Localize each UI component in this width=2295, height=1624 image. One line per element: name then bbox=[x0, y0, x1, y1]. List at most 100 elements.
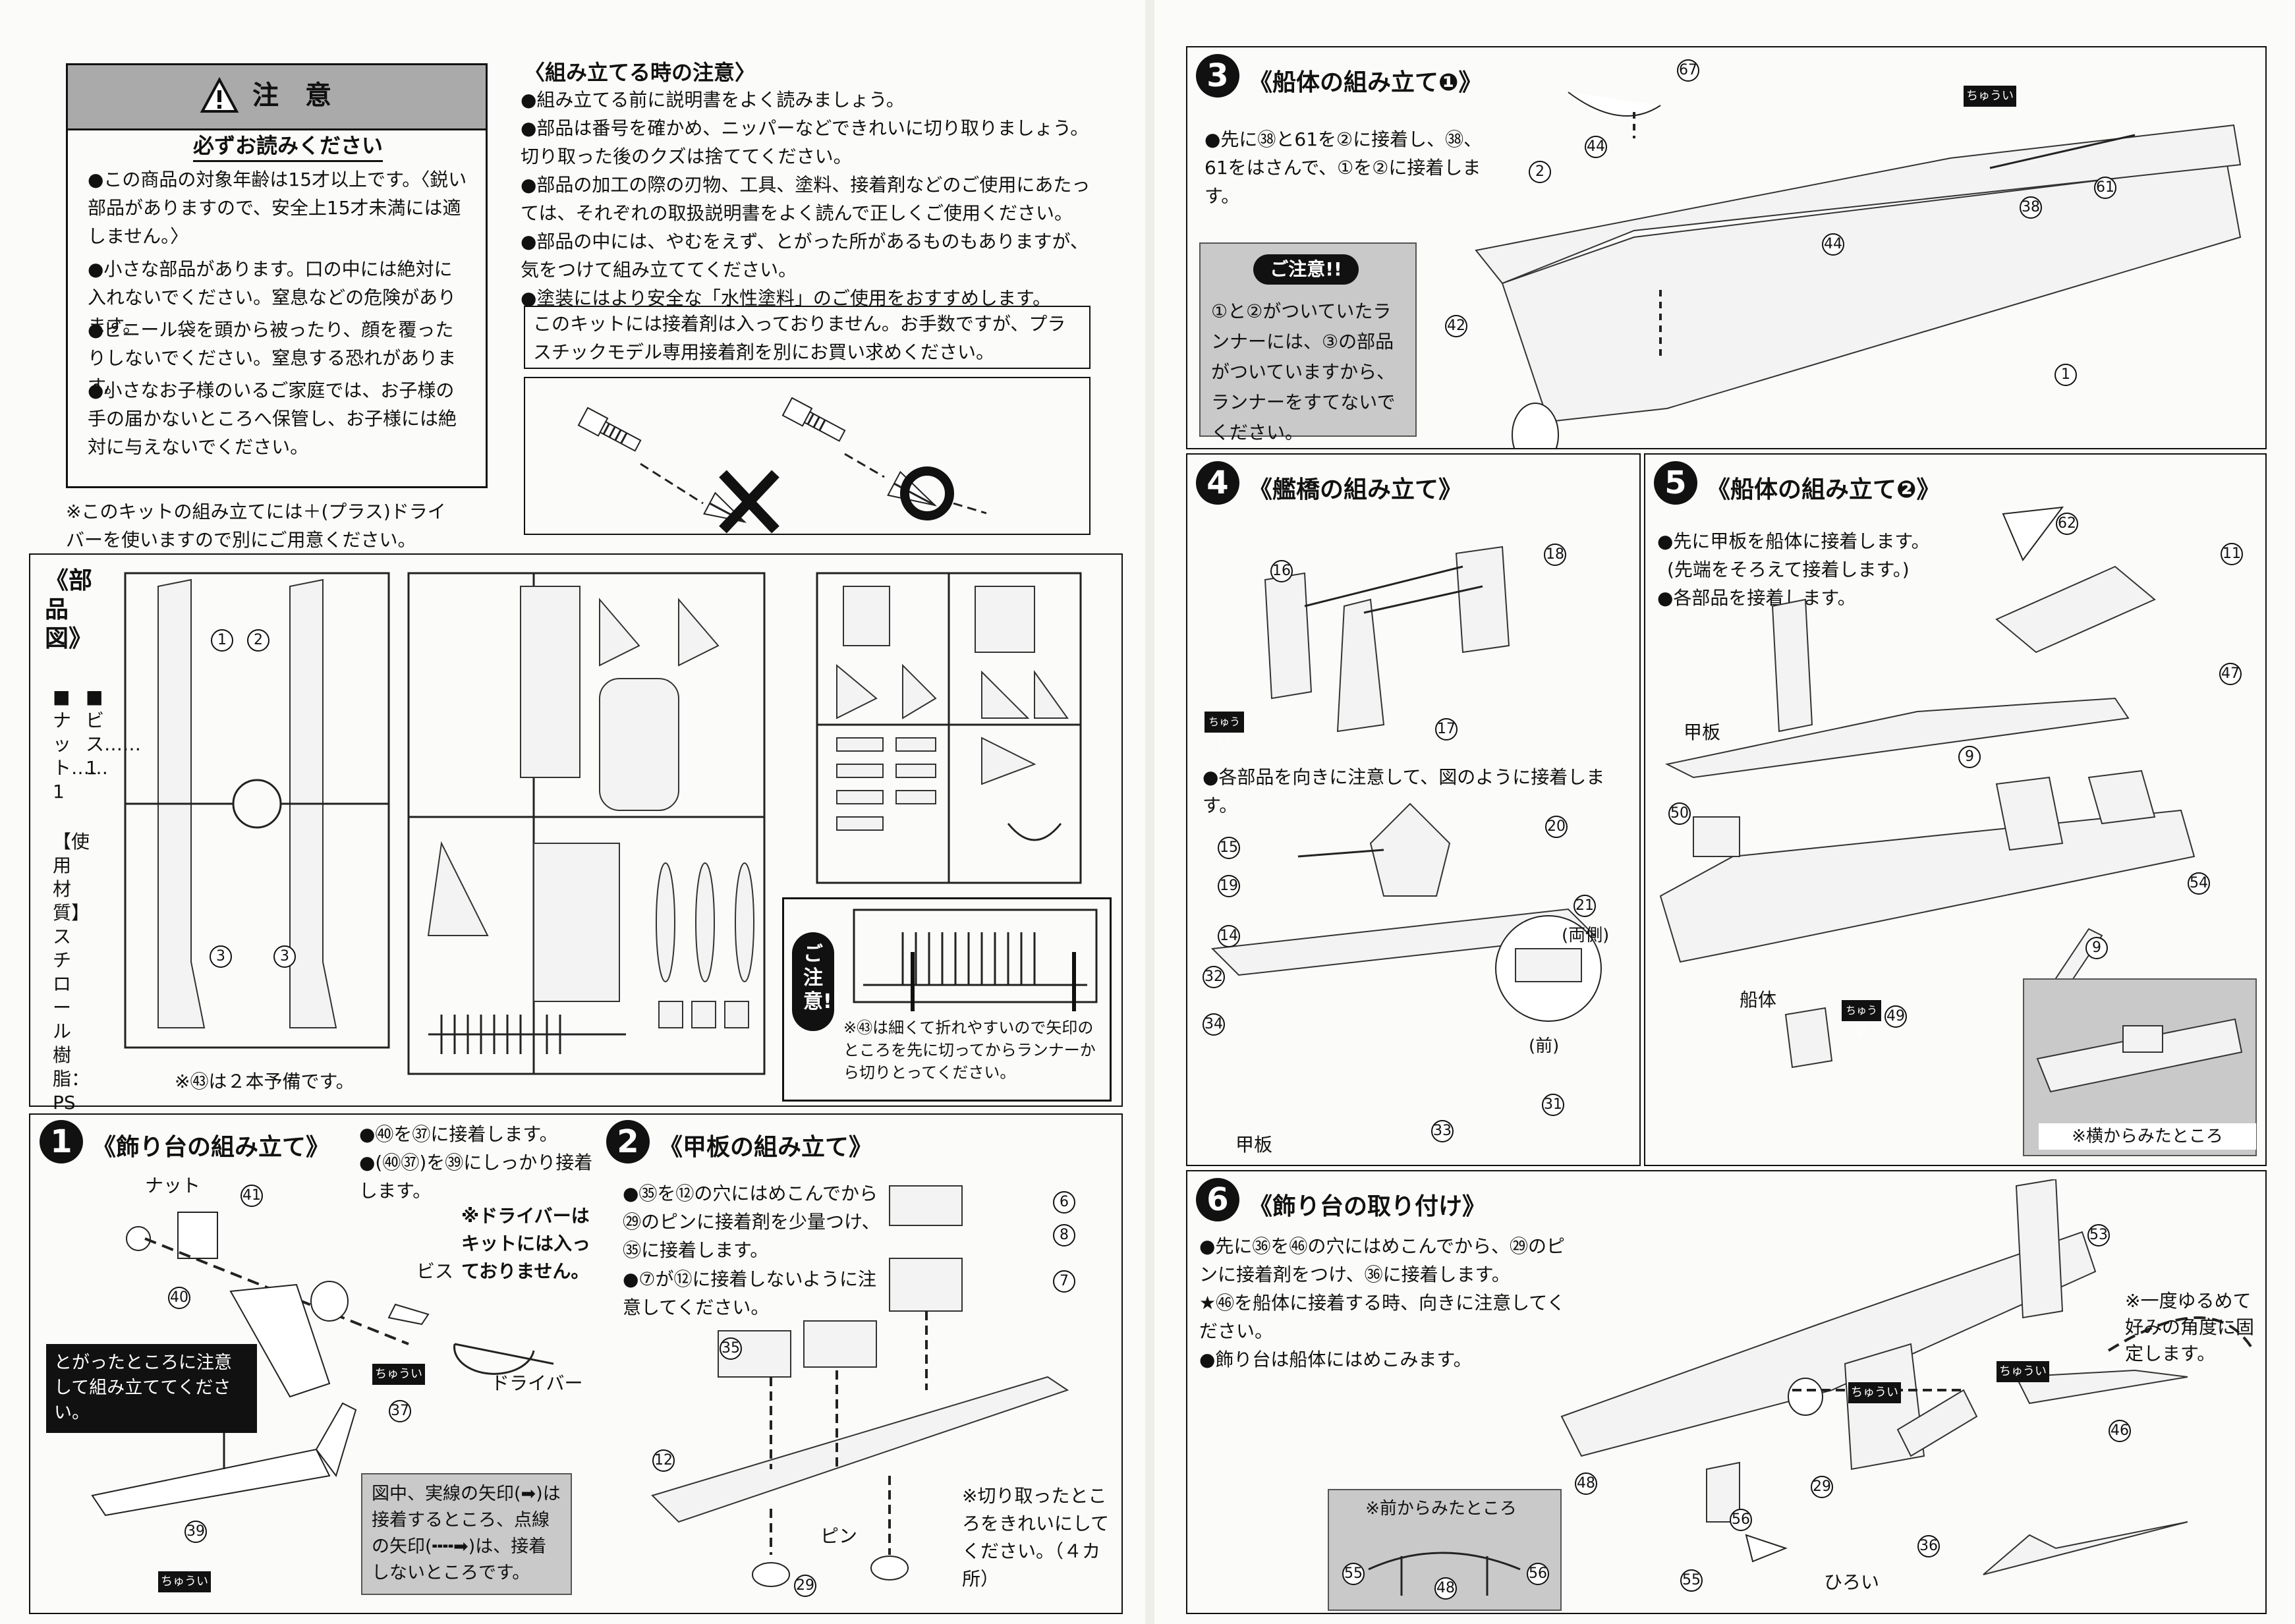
part-label: 54 bbox=[2188, 872, 2210, 895]
bridge-assembly-diagram bbox=[1210, 546, 1602, 1022]
chui-tag: ちゅうい bbox=[1842, 1000, 1881, 1038]
part-label: 41 bbox=[241, 1185, 263, 1207]
driver-warning: ※ドライバーはキットには入っておりません。 bbox=[461, 1205, 591, 1282]
step-title: 《艦橋の組み立て》 bbox=[1249, 476, 1463, 503]
assembly-notes-heading: 〈組み立てる時の注意〉 bbox=[524, 60, 756, 85]
step-title: 《飾り台の組み立て》 bbox=[92, 1134, 330, 1161]
part-label: 38 bbox=[2020, 196, 2042, 219]
cut-note: ※切り取ったところをきれいにしてください。（４カ所） bbox=[962, 1485, 1110, 1590]
left-page: 注 意 必ずお読みください ●この商品の対象年齢は15才以上です。〈鋭い部品があ… bbox=[0, 0, 1140, 1624]
part-label: 20 bbox=[1545, 816, 1568, 838]
front-label: (前) bbox=[1529, 1036, 1560, 1056]
part-label: 33 bbox=[1431, 1120, 1454, 1142]
part-label: 3 bbox=[210, 945, 232, 968]
caution-item: ●この商品の対象年齢は15才以上です。〈鋭い部品がありますので、安全上15才未満… bbox=[88, 169, 467, 247]
chui-tag: ちゅうい bbox=[1997, 1361, 2049, 1382]
screw-diagram bbox=[577, 397, 987, 534]
step-line: ●飾り台は船体にはめこみます。 bbox=[1199, 1349, 1472, 1370]
part-label: 36 bbox=[1917, 1535, 1940, 1557]
part-label: 61 bbox=[2094, 177, 2116, 199]
step-number: 5 bbox=[1654, 461, 1697, 505]
part-label: 14 bbox=[1218, 925, 1240, 947]
parts-nut: ■ナット……1 bbox=[53, 686, 109, 802]
part-label: 1 bbox=[2054, 364, 2077, 386]
step-line: ●⑦が⑫に接着しないように注意してください。 bbox=[623, 1268, 876, 1318]
step6-frame bbox=[1186, 1170, 2267, 1614]
step-number: 4 bbox=[1196, 461, 1239, 505]
caution-header: 注 意 bbox=[68, 65, 486, 130]
side-view-label: ※横からみたところ bbox=[2039, 1123, 2256, 1150]
part-label: 6 bbox=[1053, 1191, 1075, 1214]
part-label: 49 bbox=[1884, 1005, 1907, 1028]
chui-tag: ちゅうい bbox=[1964, 86, 2016, 107]
parts-list-title: 《部品図》 bbox=[45, 567, 93, 652]
stand-mount-diagram bbox=[1560, 1179, 2253, 1575]
step-line: ●先に甲板を船体に接着します。 bbox=[1657, 530, 1930, 552]
arrow-legend: 図中、実線の矢印(➡)は接着するところ、点線の矢印(╍╍➡)は、接着しないところ… bbox=[372, 1484, 561, 1583]
part-label: 29 bbox=[1811, 1476, 1833, 1498]
part-label: 44 bbox=[1822, 233, 1844, 256]
warning-icon bbox=[200, 77, 239, 113]
caution-box: 注 意 必ずお読みください ●この商品の対象年齢は15才以上です。〈鋭い部品があ… bbox=[66, 63, 488, 488]
part-label: 15 bbox=[1218, 837, 1240, 859]
part-label: 18 bbox=[1544, 544, 1566, 566]
part-label: 2 bbox=[1529, 161, 1551, 183]
sharp-note-box: とがったところに注意して組み立ててください。 bbox=[46, 1344, 257, 1433]
step-number: 3 bbox=[1196, 54, 1239, 98]
page-fold bbox=[1145, 0, 1154, 1624]
step-line: (先端をそろえて接着します。) bbox=[1667, 559, 1910, 580]
step-line: ●先に㊱を㊻の穴にはめこんでから、㉙のピンに接着剤をつけ、㊱に接着します。 bbox=[1199, 1235, 1566, 1285]
step-title: 《船体の組み立て❶》 bbox=[1249, 69, 1483, 96]
deck-label: 甲板 bbox=[1684, 721, 1721, 743]
front-view-label: ※前からみたところ bbox=[1365, 1499, 1517, 1519]
step4-frame bbox=[1186, 453, 1641, 1166]
part-label: 8 bbox=[1053, 1224, 1075, 1246]
part-label: 2 bbox=[247, 629, 269, 652]
both-sides-label: (両側) bbox=[1562, 926, 1610, 945]
runner-b bbox=[407, 572, 766, 1075]
part-label: 56 bbox=[1730, 1509, 1752, 1531]
caution-item: ●小さなお子様のいるご家庭では、お子様の手の届かないところへ保管し、お子様には絶… bbox=[88, 379, 457, 458]
front-view-diagram bbox=[1368, 1552, 1521, 1596]
part-label: 9 bbox=[1958, 746, 1981, 768]
assembly-note: ●部品の加工の際の刃物、工具、塗料、接着剤などのご使用にあたっては、それぞれの取… bbox=[521, 174, 1091, 224]
parts-caution-label: ご注意!! bbox=[803, 943, 841, 1013]
part-label: 55 bbox=[1342, 1563, 1365, 1585]
step-title: 《甲板の組み立て》 bbox=[659, 1134, 873, 1161]
screwdriver-illustration bbox=[524, 377, 1091, 535]
step-number: 1 bbox=[40, 1120, 83, 1163]
part-label: 32 bbox=[1203, 966, 1225, 988]
step-line: ●(㊵㊲)を㊴にしっかり接着します。 bbox=[359, 1152, 593, 1202]
part-label: 53 bbox=[2087, 1224, 2110, 1246]
chui-tag: ちゅうい bbox=[1204, 712, 1244, 749]
part-label: 67 bbox=[1677, 59, 1699, 82]
hull-assembly-2-diagram bbox=[1659, 506, 2196, 1069]
step3-caution-label: ご注意!! bbox=[1253, 254, 1359, 285]
part-label: 44 bbox=[1585, 136, 1607, 158]
side-view-box: ※横からみたところ bbox=[2023, 978, 2257, 1156]
part-label: 11 bbox=[2221, 543, 2243, 565]
front-view-box: ※前からみたところ 55 48 56 bbox=[1328, 1489, 1562, 1611]
parts-caution-box: ご注意!! ※㊸は細くて折れやすいので矢印のところを先に切ってからランナーから切… bbox=[782, 897, 1112, 1102]
part-label: 48 bbox=[1575, 1472, 1597, 1495]
parts-caution-text: ※㊸は細くて折れやすいので矢印のところを先に切ってからランナーから切りとってくだ… bbox=[843, 1019, 1096, 1082]
caution-item: ●小さな部品があります。口の中には絶対に入れないでください。窒息などの危険があり… bbox=[88, 258, 457, 337]
hull-assembly-1-diagram bbox=[1475, 92, 2242, 448]
steps-1-2-frame bbox=[29, 1113, 1123, 1614]
step-number: 6 bbox=[1196, 1178, 1239, 1221]
parts-material: 【使用材質】スチロール樹脂：PS bbox=[53, 831, 90, 1113]
part-label: 42 bbox=[1445, 315, 1467, 337]
part-label: 21 bbox=[1573, 895, 1596, 917]
step3-caution-text: ①と②がついていたランナーには、③の部品がついていますから、ランナーをすてないで… bbox=[1211, 300, 1396, 443]
angle-note: ※一度ゆるめて好みの角度に固定します。 bbox=[2125, 1290, 2255, 1364]
assembly-note: ●部品は番号を確かめ、ニッパーなどできれいに切り取りましょう。切り取った後のクズ… bbox=[521, 117, 1089, 167]
step-line: ●㉟を⑫の穴にはめこんでから㉙のピンに接着剤を少量つけ、㉟に接着します。 bbox=[623, 1183, 880, 1261]
hull-label: 船体 bbox=[1740, 989, 1777, 1011]
chui-tag: ちゅうい bbox=[372, 1364, 425, 1385]
sharp-note: とがったところに注意して組み立ててください。 bbox=[54, 1353, 232, 1423]
nut-label: ナット bbox=[145, 1175, 201, 1196]
parts-caution-badge: ご注意!! bbox=[792, 932, 841, 1031]
part-label: 39 bbox=[184, 1521, 207, 1543]
step-number: 2 bbox=[606, 1120, 650, 1163]
chui-tag: ちゅうい bbox=[1848, 1382, 1901, 1403]
